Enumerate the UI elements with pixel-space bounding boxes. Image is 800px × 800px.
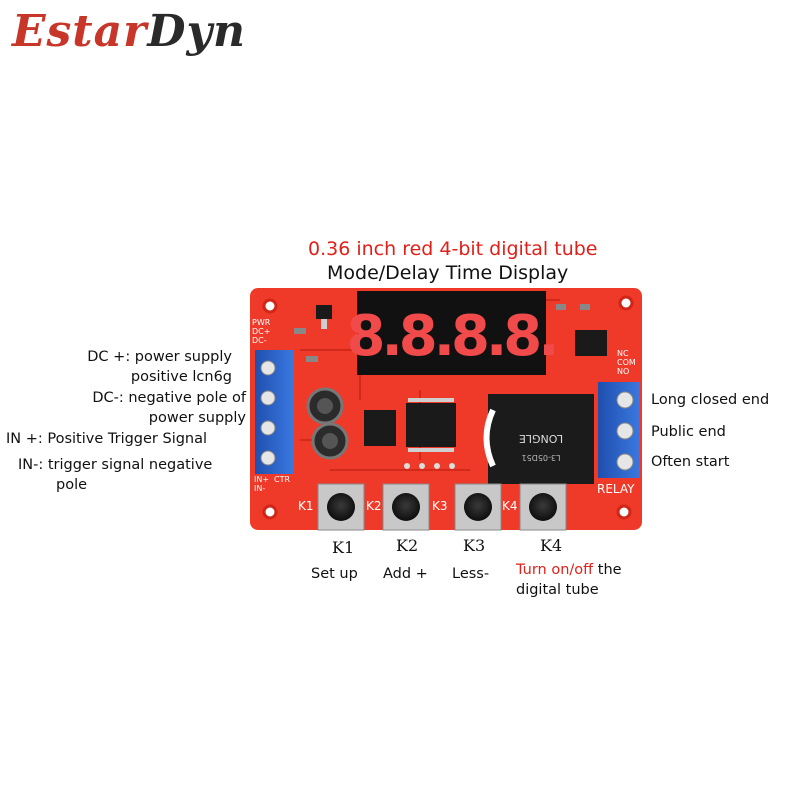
label-often-start: Often start — [651, 454, 730, 470]
relay — [488, 394, 594, 484]
silk-k2: K2 — [366, 499, 382, 513]
silk-in-plus: IN+ — [254, 475, 269, 484]
button-k4 — [519, 483, 567, 531]
silk-dc-plus: DC+ — [252, 327, 270, 336]
programming-header — [404, 463, 455, 469]
transistor — [316, 305, 332, 319]
digital-tube-digits: 8.8.8.8. — [347, 304, 556, 369]
label-long-closed: Long closed end — [651, 392, 770, 408]
silk-dc-minus: DC- — [252, 336, 267, 345]
silk-k3: K3 — [432, 499, 448, 513]
key-k1: K1 — [332, 538, 355, 557]
silk-no: NO — [617, 367, 629, 376]
chip-mcu — [406, 403, 456, 447]
key-k2: K2 — [396, 536, 419, 555]
push-buttons — [317, 483, 567, 531]
silk-k1: K1 — [298, 499, 314, 513]
key-k2-desc: Add + — [383, 566, 428, 582]
silk-nc: NC — [617, 349, 629, 358]
label-public-end: Public end — [651, 424, 726, 440]
label-in-plus: IN +: Positive Trigger Signal — [6, 431, 208, 447]
capacitors — [306, 387, 349, 460]
svg-text:L3-05D51: L3-05D51 — [522, 453, 561, 462]
optocoupler-top — [575, 330, 607, 356]
silk-com: COM — [617, 358, 636, 367]
silk-in-minus: IN- — [254, 484, 265, 493]
button-k1 — [317, 483, 365, 531]
key-k3: K3 — [463, 536, 486, 555]
button-k3 — [454, 483, 502, 531]
chip-optocoupler — [364, 410, 396, 446]
silk-pwr: PWR — [252, 318, 271, 327]
mounting-holes — [262, 295, 634, 520]
display-title: 0.36 inch red 4-bit digital tube — [308, 238, 598, 260]
digital-tube — [357, 291, 546, 375]
display-subtitle: Mode/Delay Time Display — [327, 262, 569, 284]
relay-print: LONGLE — [519, 432, 563, 445]
silk-k4: K4 — [502, 499, 518, 513]
key-k3-desc: Less- — [452, 566, 490, 582]
silk-relay: RELAY — [597, 482, 635, 496]
brand-logo: EstarDyn — [12, 6, 247, 57]
key-k4-desc: Turn on/off the digital tube — [516, 562, 622, 598]
key-k1-desc: Set up — [311, 566, 358, 582]
button-k2 — [382, 483, 430, 531]
silk-ctr: CTR — [274, 475, 290, 484]
key-k4: K4 — [540, 536, 563, 555]
